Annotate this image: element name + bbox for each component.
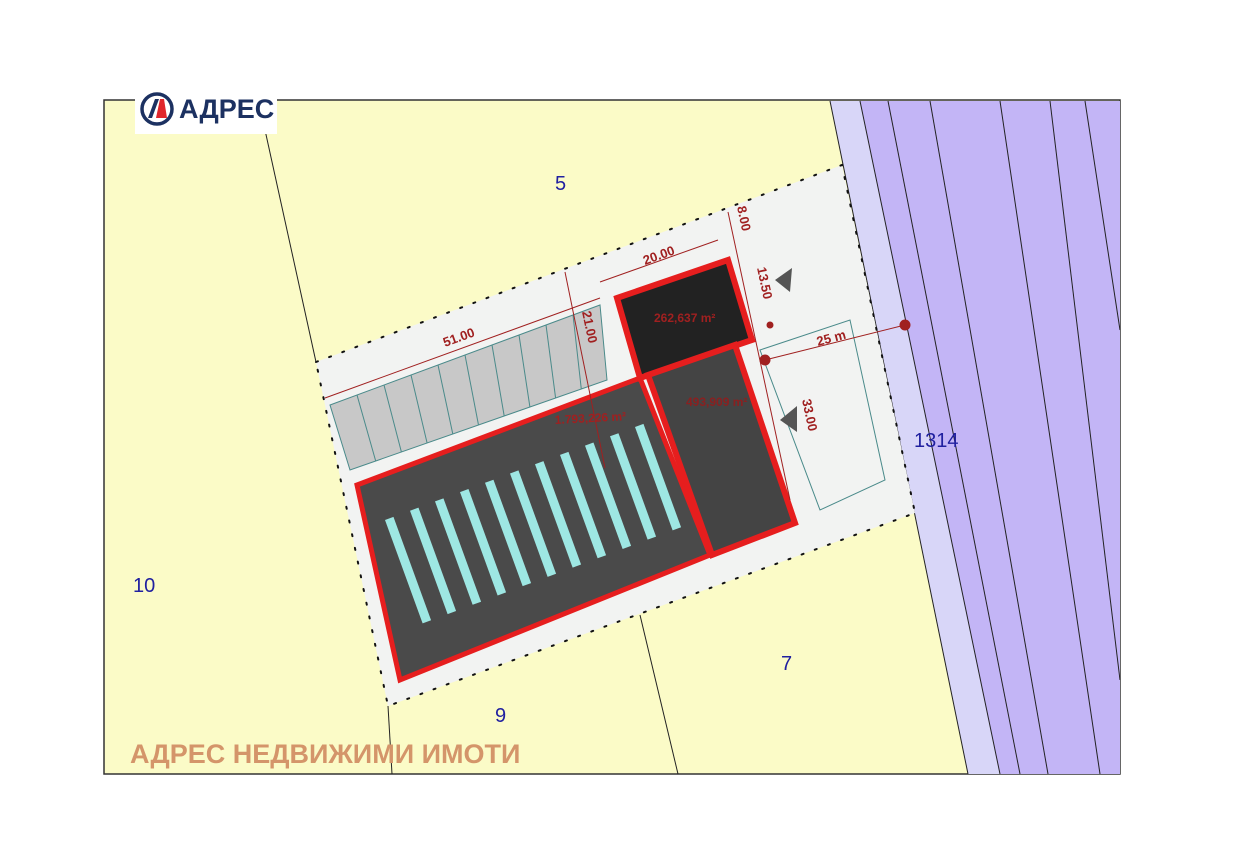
building-long — [644, 341, 799, 559]
parking-stripe — [464, 354, 479, 426]
solar-panel-row — [560, 451, 607, 559]
parking-stripe — [410, 374, 428, 444]
parking-stripe — [518, 334, 531, 408]
parking-stripe — [383, 384, 402, 453]
solar-panel-row — [635, 423, 682, 531]
dim-depth: 21.00 — [579, 310, 600, 345]
parcel-9-label: 9 — [495, 705, 506, 727]
solar-panel-row — [535, 461, 582, 568]
solar-panel-row — [410, 507, 457, 615]
solar-panel-row — [435, 498, 482, 605]
dim-side: 33.00 — [799, 398, 820, 433]
solar-panel-row — [510, 470, 557, 577]
solar-panel-row — [385, 516, 432, 624]
parcel-5-label: 5 — [555, 173, 566, 195]
logo-mark-icon — [140, 92, 174, 126]
dimension-lines — [324, 211, 911, 501]
company-logo: АДРЕС — [135, 84, 277, 134]
solar-panel-row — [460, 489, 507, 596]
street-1314-label: 1314 — [914, 430, 959, 452]
area-main-hall: 1.793,226 m² — [554, 409, 626, 427]
solar-panel-row — [610, 433, 657, 540]
parcel-7-label: 7 — [781, 653, 792, 675]
parking-area — [329, 304, 608, 471]
parking-stripe — [572, 314, 582, 390]
area-building-long: 493,909 m² — [686, 395, 747, 409]
entrance-arrow-icon — [780, 406, 797, 432]
entrance-arrow-icon — [775, 268, 792, 292]
parking-right — [759, 319, 886, 511]
parking-stripe — [491, 344, 505, 417]
watermark: АДРЕС НЕДВИЖИМИ ИМОТИ — [130, 739, 520, 769]
cadastral-lines — [264, 100, 1121, 775]
solar-panel-row — [485, 479, 532, 587]
dim-setback: 8.00 — [734, 205, 754, 233]
solar-panel-row — [585, 442, 632, 549]
parking-stripe — [437, 364, 454, 435]
dim-distance: 25 m — [815, 327, 848, 349]
parcel-10-label: 10 — [133, 575, 155, 597]
parking-stripe — [356, 394, 377, 462]
dim-building-depth: 13.50 — [754, 266, 775, 301]
street-area — [860, 101, 1120, 774]
area-building-small: 262,637 m² — [654, 311, 715, 325]
logo-text: АДРЕС — [179, 93, 275, 124]
parking-stripe — [545, 324, 557, 399]
parking-stripes — [356, 314, 582, 462]
